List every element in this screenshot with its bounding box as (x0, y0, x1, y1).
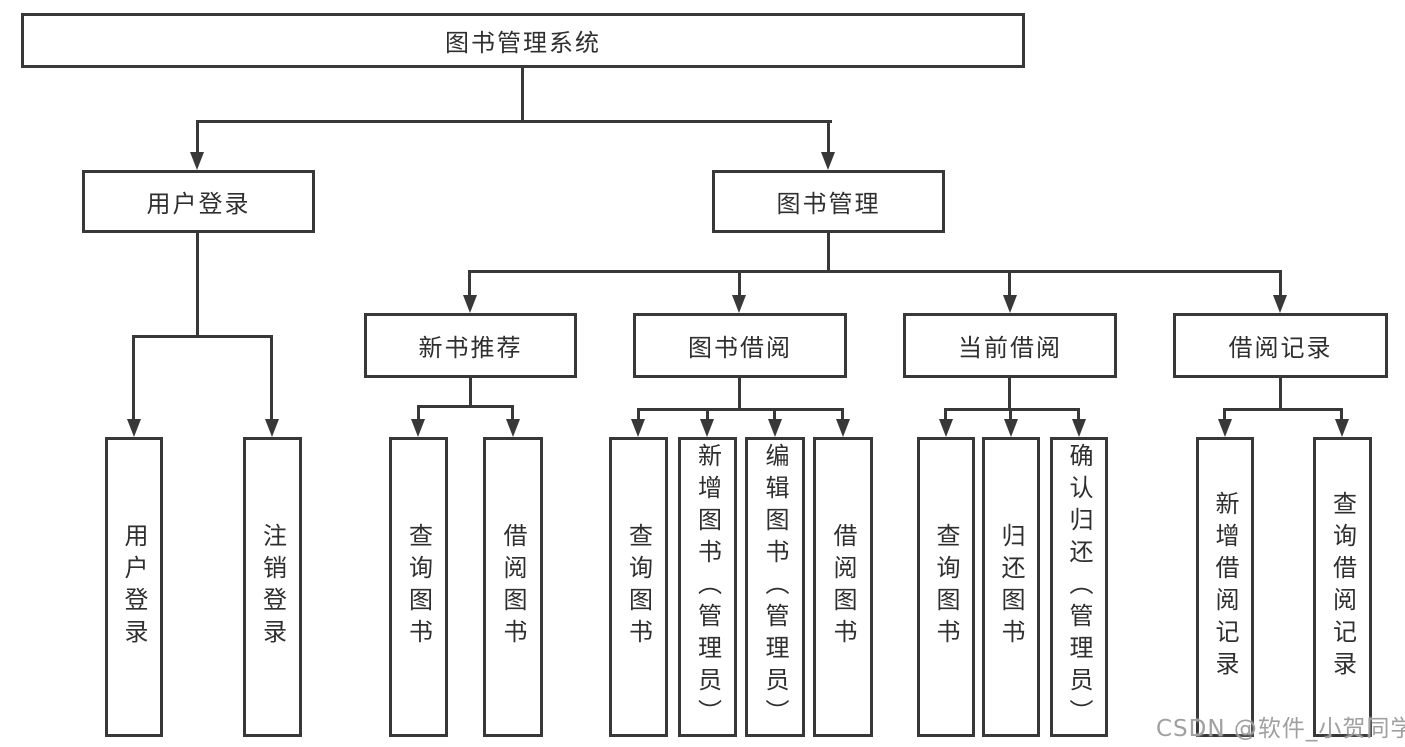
connector-line (270, 335, 273, 419)
connector-line (196, 233, 199, 335)
leaf-label: 确认归还（管理员） (1065, 443, 1093, 731)
connector-line (944, 408, 1080, 411)
arrow-down-icon (821, 152, 835, 170)
connector-line (773, 408, 776, 419)
node-current-borrowing: 当前借阅 (903, 313, 1117, 378)
connector-line (1340, 408, 1343, 419)
connector-line (196, 120, 199, 152)
arrow-down-icon (1218, 419, 1232, 437)
leaf-label: 查询借阅记录 (1328, 491, 1357, 683)
connector-line (841, 408, 844, 419)
connector-line (468, 270, 471, 295)
leaf-label: 编辑图书（管理员） (761, 443, 789, 731)
node-label: 当前借阅 (958, 334, 1062, 362)
arrow-down-icon (836, 419, 850, 437)
arrow-down-icon (506, 419, 520, 437)
arrow-down-icon (190, 152, 204, 170)
connector-line (738, 270, 741, 295)
node-book-management-system: 图书管理系统 (21, 13, 1025, 68)
leaf-label: 查询图书 (624, 523, 653, 651)
arrow-down-icon (732, 295, 746, 313)
arrow-down-icon (1004, 419, 1018, 437)
arrow-down-icon (127, 419, 141, 437)
node-label: 图书管理系统 (445, 29, 601, 57)
leaf-label: 新增借阅记录 (1211, 491, 1239, 683)
arrow-down-icon (1003, 295, 1017, 313)
connector-line (1077, 408, 1080, 419)
arrow-down-icon (463, 295, 477, 313)
connector-line (417, 405, 420, 419)
connector-line (511, 405, 514, 419)
connector-line (1008, 270, 1011, 295)
connector-line (132, 335, 135, 419)
connector-line (706, 408, 709, 419)
leaf-label: 借阅图书 (499, 523, 527, 651)
arrow-down-icon (265, 419, 279, 437)
connector-line (827, 233, 830, 270)
leaf-borrowing-borrow-books: 借阅图书 (813, 437, 873, 737)
leaf-label: 查询图书 (404, 523, 433, 651)
node-label: 图书管理 (776, 190, 881, 218)
leaf-label: 注销登录 (258, 523, 287, 651)
leaf-label: 借阅图书 (829, 523, 857, 651)
connector-line (738, 378, 741, 408)
connector-line (1279, 378, 1282, 408)
leaf-label: 用户登录 (120, 523, 148, 651)
connector-line (521, 68, 524, 120)
leaf-user-login: 用户登录 (105, 437, 163, 737)
leaf-borrowing-query-books: 查询图书 (609, 437, 668, 737)
connector-line (637, 408, 844, 411)
arrow-down-icon (1335, 419, 1349, 437)
node-book-management: 图书管理 (712, 170, 945, 233)
connector-line (637, 408, 640, 419)
leaf-label: 新增图书（管理员） (693, 443, 722, 731)
connector-line (1009, 408, 1012, 419)
leaf-borrowing-add-books-admin: 新增图书（管理员） (678, 437, 737, 737)
watermark: CSDN @软件_小贺同学 (1156, 716, 1405, 742)
leaf-current-query-books: 查询图书 (917, 437, 975, 737)
node-label: 用户登录 (146, 190, 251, 218)
leaf-recommend-borrow-books: 借阅图书 (483, 437, 543, 737)
connector-line (417, 405, 514, 408)
node-user-login: 用户登录 (82, 170, 315, 233)
leaf-records-add-record: 新增借阅记录 (1196, 437, 1254, 737)
arrow-down-icon (700, 419, 714, 437)
arrow-down-icon (939, 419, 953, 437)
leaf-borrowing-edit-books-admin: 编辑图书（管理员） (745, 437, 805, 737)
leaf-current-return-books: 归还图书 (982, 437, 1040, 737)
node-label: 图书借阅 (688, 334, 792, 362)
leaf-label: 查询图书 (932, 523, 960, 651)
connector-line (1223, 408, 1343, 411)
node-book-borrowing: 图书借阅 (633, 313, 847, 378)
node-label: 新书推荐 (418, 334, 523, 362)
leaf-recommend-query-books: 查询图书 (389, 437, 448, 737)
arrow-down-icon (768, 419, 782, 437)
leaf-current-confirm-return-admin: 确认归还（管理员） (1050, 437, 1108, 737)
connector-line (469, 378, 472, 405)
arrow-down-icon (1273, 295, 1287, 313)
arrow-down-icon (411, 419, 425, 437)
leaf-label: 归还图书 (997, 523, 1025, 651)
connector-line (1279, 270, 1282, 295)
leaf-logout: 注销登录 (243, 437, 302, 737)
node-label: 借阅记录 (1228, 334, 1333, 362)
arrow-down-icon (1072, 419, 1086, 437)
arrow-down-icon (631, 419, 645, 437)
connector-line (944, 408, 947, 419)
node-new-book-recommendation: 新书推荐 (364, 313, 577, 378)
connector-line (468, 270, 1282, 273)
leaf-records-query-record: 查询借阅记录 (1313, 437, 1372, 737)
connector-line (827, 120, 830, 152)
node-borrowing-records: 借阅记录 (1173, 313, 1388, 378)
connector-line (1008, 378, 1011, 408)
connector-line (132, 335, 273, 338)
connector-line (196, 120, 832, 123)
connector-line (1223, 408, 1226, 419)
